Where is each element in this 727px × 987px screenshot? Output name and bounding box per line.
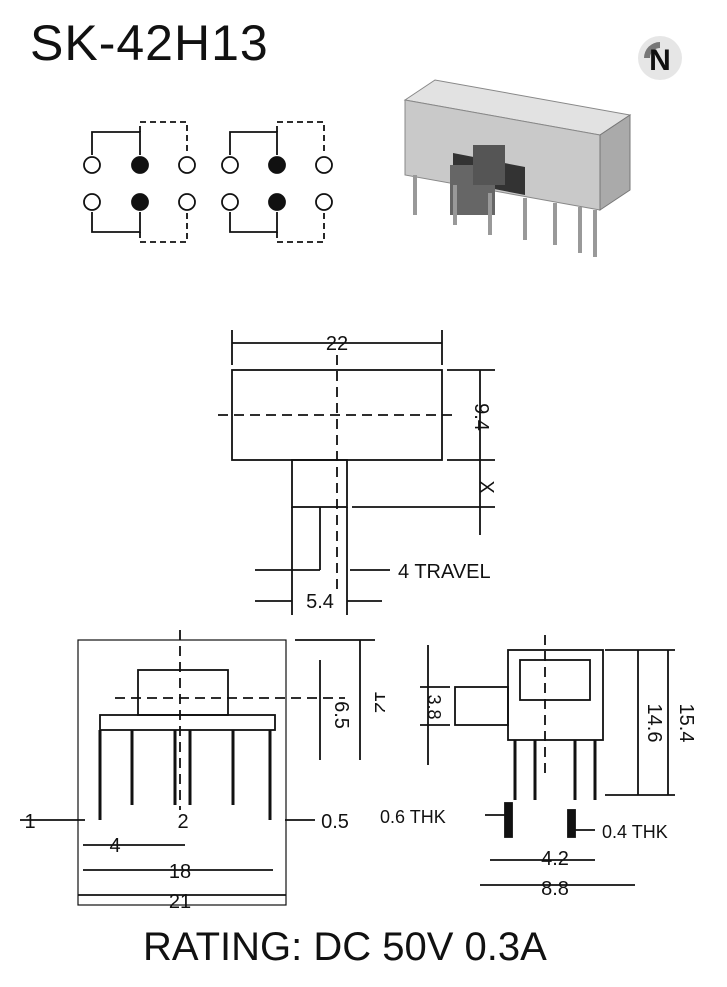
dim-x: X — [475, 480, 497, 493]
thk-0-4: 0.4 THK — [602, 822, 668, 842]
dim-4-2: 4.2 — [541, 848, 569, 870]
dim-4: 4 — [109, 835, 120, 857]
dim-0-5: 0.5 — [321, 811, 349, 833]
model-title: SK-42H13 — [30, 15, 269, 71]
dim-6-5: 6.5 — [330, 701, 352, 729]
rating-label: RATING: DC 50V 0.3A — [143, 925, 547, 969]
dim-3-8: 3.8 — [424, 694, 444, 719]
dim-15-4: 15.4 — [675, 704, 697, 743]
logo-letter: N — [649, 44, 671, 77]
brand-logo: N — [638, 36, 682, 80]
top-view-drawing: 22 9.4 X 4 TRAVEL 5.4 — [218, 330, 497, 615]
dim-21: 21 — [169, 891, 191, 913]
dim-2: 2 — [177, 811, 188, 833]
front-view-drawing: 6.5 12 1 4 2 0.5 18 21 — [20, 630, 385, 913]
switch-schematic — [83, 121, 333, 243]
dim-1: 1 — [24, 811, 35, 833]
product-photo — [403, 79, 632, 257]
dim-22: 22 — [326, 333, 348, 355]
dim-9-4: 9.4 — [470, 403, 492, 431]
side-view-drawing: 3.8 14.6 15.4 0.6 THK 0.4 THK 4.2 8.8 — [380, 635, 697, 900]
dim-5-4: 5.4 — [306, 591, 334, 613]
dim-12: 12 — [370, 691, 385, 713]
dim-18: 18 — [169, 861, 191, 883]
travel-label: 4 TRAVEL — [398, 561, 491, 583]
dim-14-6: 14.6 — [643, 704, 665, 743]
thk-0-6: 0.6 THK — [380, 807, 446, 827]
dim-8-8: 8.8 — [541, 878, 569, 900]
